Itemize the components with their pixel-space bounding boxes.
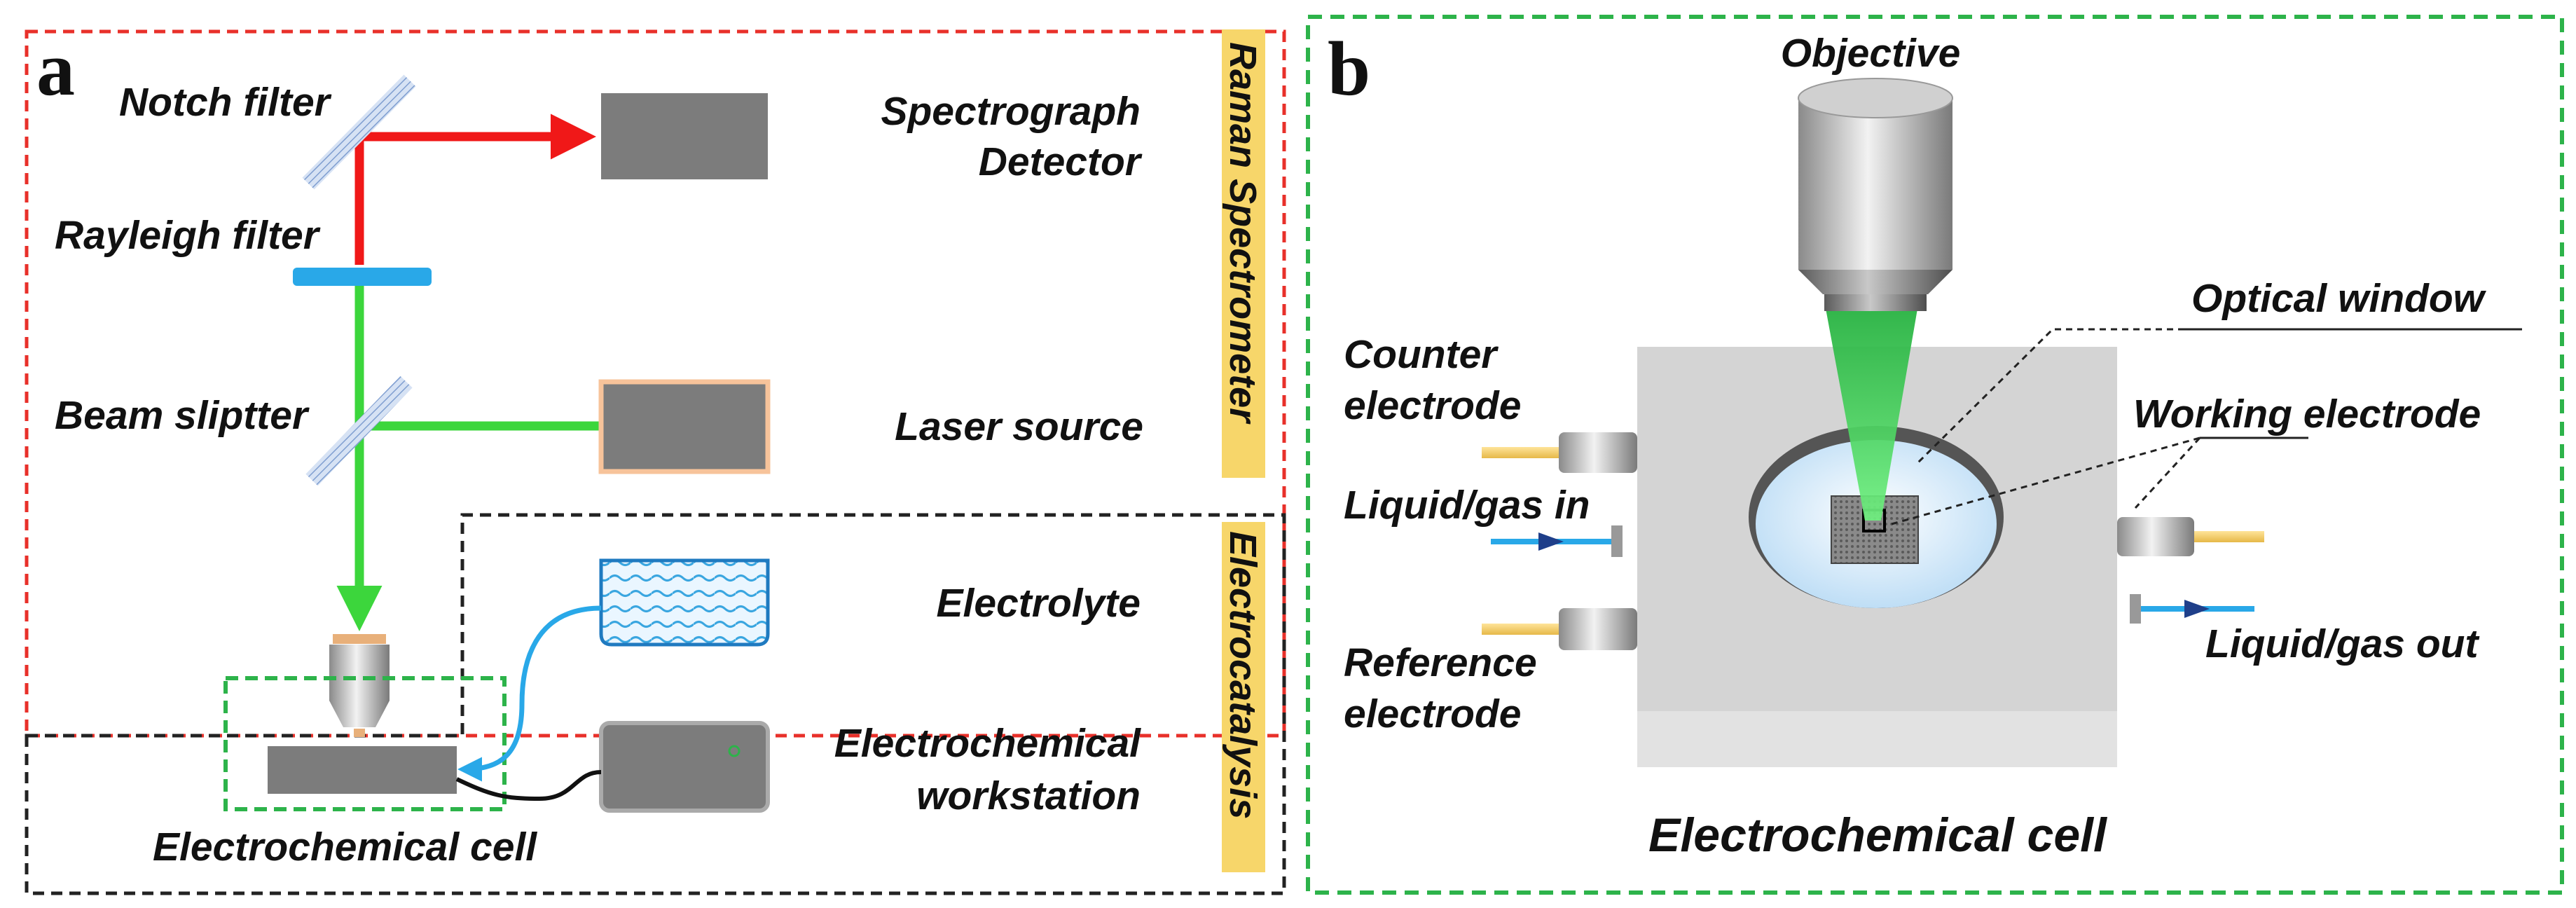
- objective-barrel: [1798, 98, 1952, 270]
- liquid-out-label: Liquid/gas out: [2205, 621, 2479, 666]
- liquid-in-label: Liquid/gas in: [1344, 483, 1590, 528]
- objective-ring: [333, 634, 386, 644]
- panel-b-letter: b: [1328, 26, 1370, 111]
- panel-b-frame: [1306, 15, 2564, 895]
- electrochemical-cell-label: Electrochemical cell: [153, 825, 537, 869]
- working-electrode-leader-1: [1891, 436, 2200, 525]
- electrolyte-tube: [457, 605, 602, 782]
- beam-splitter-mirror: [305, 376, 413, 486]
- rayleigh-filter-label: Rayleigh filter: [55, 213, 321, 258]
- reference-electrode-pin: [1482, 624, 1559, 635]
- electrocatalysis-section-label: Electrocatalysis: [1222, 531, 1264, 819]
- objective-neck: [1798, 270, 1952, 294]
- beam-splitter-label: Beam sliptter: [55, 393, 310, 438]
- cell-highlight-frame: [223, 676, 507, 811]
- raman-label-highlight: [1222, 29, 1265, 478]
- objective-tip: [1824, 294, 1927, 311]
- detector-label: Detector: [979, 139, 1143, 184]
- workstation-label-line2: workstation: [916, 773, 1141, 818]
- electrolyte-label: Electrolyte: [937, 581, 1141, 626]
- liquid-in-port: [1611, 525, 1623, 557]
- counter-electrode-body: [1559, 432, 1637, 473]
- workstation-cable: [455, 770, 602, 802]
- notch-filter-mirror: [302, 74, 416, 190]
- counter-electrode-label-2: electrode: [1344, 383, 1521, 428]
- raman-section-label: Raman Spectrometer: [1222, 42, 1264, 425]
- reference-electrode-label-2: electrode: [1344, 692, 1521, 736]
- red-beam: [354, 114, 596, 265]
- electrocatalysis-frame: [25, 513, 1286, 895]
- reference-electrode-body: [1559, 608, 1637, 650]
- notch-filter-label: Notch filter: [119, 80, 332, 125]
- cell-focus-dot: [354, 729, 365, 737]
- panel-b: b Objective: [1306, 15, 2564, 895]
- workstation-indicator: [728, 745, 741, 757]
- workstation-label-line1: Electrochemical: [834, 721, 1141, 766]
- working-electrode-body: [2117, 517, 2194, 556]
- laser-source-label: Laser source: [895, 404, 1143, 449]
- cell-title-label: Electrochemical cell: [1648, 809, 2108, 862]
- objective-body: [329, 645, 390, 727]
- working-electrode-leader-2: [2134, 436, 2201, 509]
- workstation-box: [599, 721, 770, 813]
- cell-block-side: [1637, 711, 2117, 767]
- counter-electrode-label-1: Counter: [1344, 332, 1499, 377]
- electrolyte-container: [599, 558, 770, 647]
- liquid-out-arrow: [2184, 600, 2210, 618]
- reference-electrode-label-1: Reference: [1344, 640, 1537, 685]
- electro-label-highlight: [1222, 522, 1265, 872]
- laser-cone: [1825, 305, 1918, 521]
- laser-source-box: [598, 379, 771, 474]
- working-electrode-pin: [2194, 531, 2264, 542]
- electrochemical-cell: [268, 746, 457, 794]
- optical-window-leader: [1917, 328, 2184, 464]
- spectrograph-label: Spectrograph: [881, 89, 1141, 134]
- objective-label: Objective: [1781, 31, 1961, 76]
- working-electrode-label: Working electrode: [2133, 392, 2481, 436]
- objective-top: [1798, 78, 1953, 118]
- liquid-out-port: [2130, 594, 2141, 624]
- liquid-in-arrow: [1538, 532, 1564, 551]
- rayleigh-filter: [293, 268, 432, 286]
- panel-a-letter: a: [36, 26, 75, 111]
- optical-window-label: Optical window: [2191, 276, 2487, 321]
- counter-electrode-pin: [1482, 447, 1559, 458]
- spectrograph-box: [601, 93, 768, 179]
- panel-a: a Raman Spectrometer Electrocatalysis No…: [25, 26, 1286, 895]
